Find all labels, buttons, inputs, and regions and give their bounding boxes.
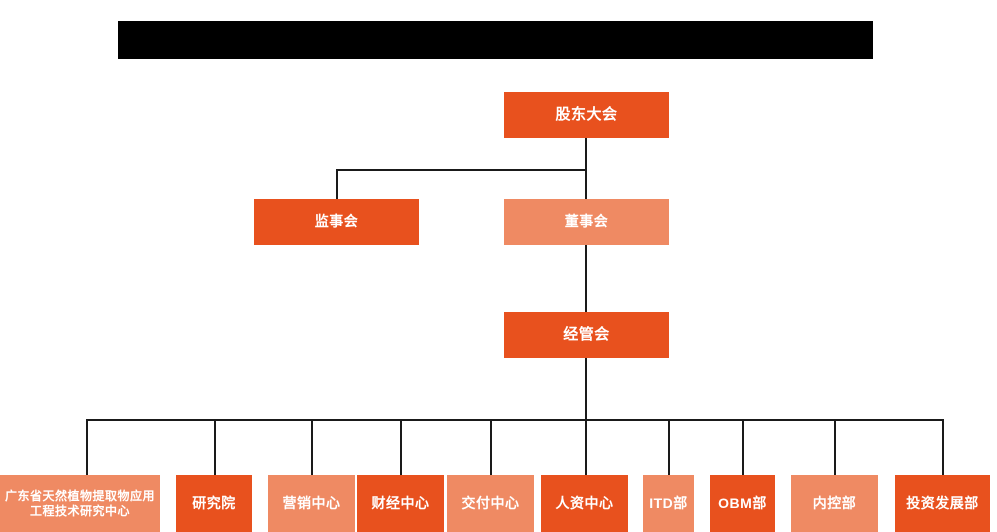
connector-stub-directors-down <box>585 245 587 312</box>
connector-stub-finance-center <box>400 419 402 475</box>
connector-stub-guangdong-research-center <box>86 419 88 475</box>
node-label-research-institute: 研究院 <box>192 494 236 511</box>
node-shareholders-meeting[interactable]: 股东大会 <box>504 92 669 138</box>
node-label-investment-development-department: 投资发展部 <box>906 494 979 511</box>
node-label-finance-center: 财经中心 <box>371 494 430 511</box>
connector-stub-investment-development-department <box>942 419 944 475</box>
node-label-guangdong-research-center: 广东省天然植物提取物应用工程技术研究中心 <box>4 488 155 518</box>
node-label-hr-center: 人资中心 <box>555 494 614 511</box>
node-board-of-directors[interactable]: 董事会 <box>504 199 669 245</box>
connector-stub-management-down <box>585 358 587 420</box>
node-label-obm-department: OBM部 <box>718 494 767 511</box>
node-research-institute[interactable]: 研究院 <box>176 475 252 532</box>
connector-stub-hr-center <box>585 419 587 475</box>
node-label-management-committee: 经管会 <box>563 325 610 343</box>
node-finance-center[interactable]: 财经中心 <box>357 475 444 532</box>
node-obm-department[interactable]: OBM部 <box>710 475 775 532</box>
connector-stub-directors-up <box>585 169 587 199</box>
connector-stub-supervisors-up <box>336 169 338 199</box>
node-label-internal-control-department: 内控部 <box>812 494 857 511</box>
connector-stub-shareholders-down <box>585 138 587 199</box>
connector-stub-itd-department <box>668 419 670 475</box>
connector-bus-level3-to-level4 <box>86 419 944 421</box>
node-guangdong-research-center[interactable]: 广东省天然植物提取物应用工程技术研究中心 <box>0 475 160 532</box>
node-delivery-center[interactable]: 交付中心 <box>447 475 534 532</box>
node-label-itd-department: ITD部 <box>649 494 688 511</box>
node-label-marketing-center: 营销中心 <box>282 494 341 511</box>
node-label-shareholders-meeting: 股东大会 <box>555 105 618 123</box>
node-itd-department[interactable]: ITD部 <box>643 475 694 532</box>
connector-stub-research-institute <box>214 419 216 475</box>
node-board-of-supervisors[interactable]: 监事会 <box>254 199 419 245</box>
node-management-committee[interactable]: 经管会 <box>504 312 669 358</box>
connector-bus-level1-to-level2 <box>336 169 587 171</box>
node-label-board-of-supervisors: 监事会 <box>314 213 359 230</box>
node-marketing-center[interactable]: 营销中心 <box>268 475 355 532</box>
connector-stub-delivery-center <box>490 419 492 475</box>
redacted-title-bar <box>118 21 873 59</box>
node-hr-center[interactable]: 人资中心 <box>541 475 628 532</box>
connector-stub-obm-department <box>742 419 744 475</box>
node-internal-control-department[interactable]: 内控部 <box>791 475 878 532</box>
connector-stub-marketing-center <box>311 419 313 475</box>
node-label-board-of-directors: 董事会 <box>564 213 609 230</box>
node-investment-development-department[interactable]: 投资发展部 <box>895 475 990 532</box>
connector-stub-internal-control-department <box>834 419 836 475</box>
node-label-delivery-center: 交付中心 <box>461 494 520 511</box>
